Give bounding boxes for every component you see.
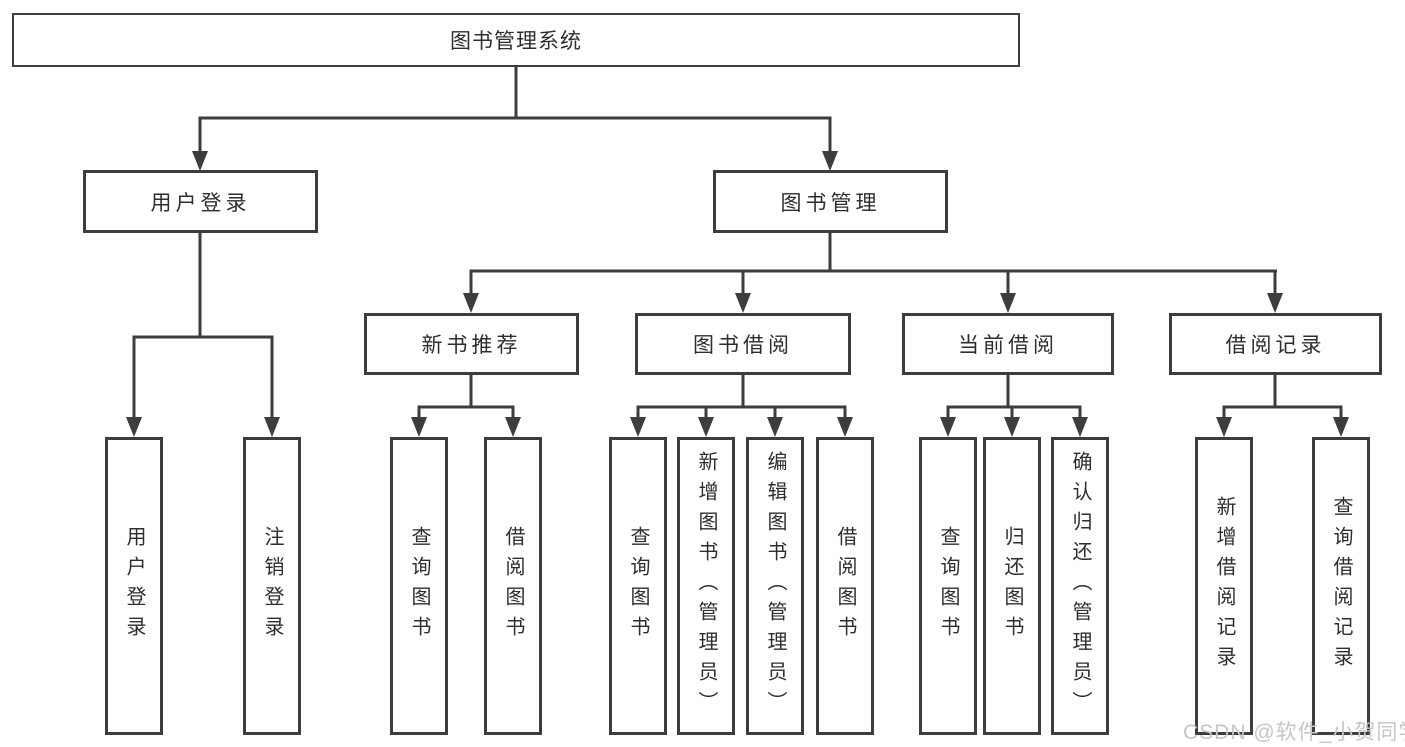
- connector-login-branch: [126, 233, 280, 437]
- leaf-records-add-record: 新增借阅记录: [1195, 437, 1253, 735]
- node-label: 图书管理: [780, 191, 881, 215]
- csdn-watermark: CSDN @软件_小贺同学: [1183, 721, 1405, 744]
- leaf-label: 查询图书: [627, 526, 649, 646]
- leaf-current-return-books: 归还图书: [983, 437, 1041, 735]
- node-label: 当前借阅: [958, 334, 1058, 357]
- leaf-label: 查询借阅记录: [1330, 496, 1352, 676]
- node-label: 新书推荐: [421, 334, 522, 357]
- node-label: 图书管理系统: [450, 30, 582, 53]
- leaf-label: 新增借阅记录: [1213, 496, 1235, 676]
- node-book-borrow: 图书借阅: [635, 313, 851, 375]
- leaf-label: 确认归还（管理员）: [1069, 451, 1091, 721]
- leaf-borrow-borrow-books: 借阅图书: [816, 437, 874, 735]
- leaf-label: 借阅图书: [834, 526, 856, 646]
- node-new-book-recommend: 新书推荐: [364, 313, 579, 375]
- leaf-current-confirm-return-admin: 确认归还（管理员）: [1051, 437, 1109, 735]
- leaf-borrow-add-books-admin: 新增图书（管理员）: [677, 437, 735, 735]
- connector-recommend-branch: [411, 375, 521, 437]
- connector-mgmt-to-level3: [463, 233, 1283, 313]
- leaf-borrow-edit-books-admin: 编辑图书（管理员）: [746, 437, 804, 735]
- leaf-label: 注销登录: [261, 526, 283, 646]
- leaf-records-query-record: 查询借阅记录: [1312, 437, 1370, 735]
- node-borrow-records: 借阅记录: [1169, 313, 1382, 375]
- connector-borrow-branch: [630, 375, 853, 437]
- node-label: 用户登录: [150, 191, 251, 215]
- connector-current-branch: [940, 375, 1088, 437]
- connector-records-branch: [1216, 375, 1349, 437]
- leaf-label: 借阅图书: [502, 526, 524, 646]
- connector-root-to-level2: [192, 67, 838, 171]
- leaf-label: 查询图书: [408, 526, 430, 646]
- leaf-current-query-books: 查询图书: [919, 437, 977, 735]
- leaf-label: 新增图书（管理员）: [695, 451, 717, 721]
- node-label: 借阅记录: [1225, 334, 1326, 357]
- node-label: 图书借阅: [693, 334, 793, 357]
- leaf-label: 查询图书: [937, 526, 959, 646]
- leaf-label: 用户登录: [123, 526, 145, 646]
- leaf-recommend-query-books: 查询图书: [390, 437, 448, 735]
- node-book-management-branch: 图书管理: [713, 170, 948, 233]
- leaf-borrow-query-books: 查询图书: [609, 437, 667, 735]
- leaf-recommend-borrow-books: 借阅图书: [484, 437, 542, 735]
- leaf-label: 归还图书: [1001, 526, 1023, 646]
- node-user-login-branch: 用户登录: [83, 170, 318, 233]
- leaf-label: 编辑图书（管理员）: [764, 451, 786, 721]
- leaf-logout: 注销登录: [243, 437, 301, 735]
- leaf-user-login: 用户登录: [105, 437, 163, 735]
- node-library-system-root: 图书管理系统: [12, 13, 1020, 67]
- node-current-borrow: 当前借阅: [902, 313, 1114, 375]
